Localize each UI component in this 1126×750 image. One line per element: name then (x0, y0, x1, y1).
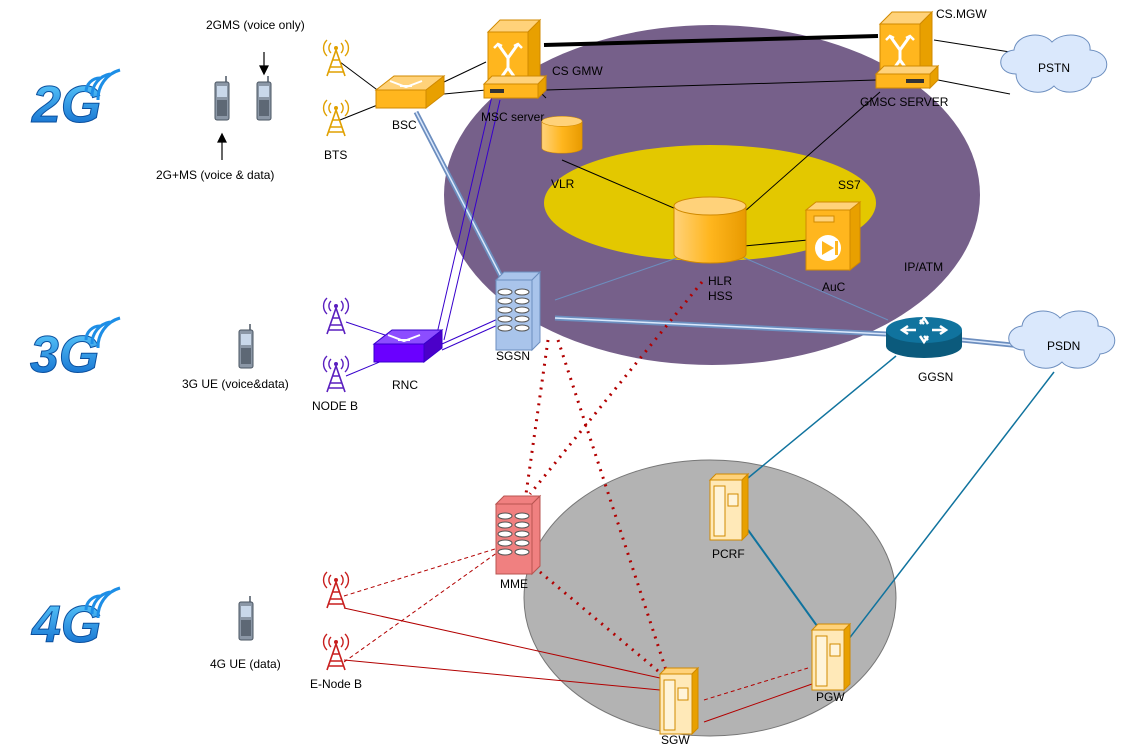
mobile-phone-icon (256, 75, 272, 121)
pcrf-server-icon (709, 473, 749, 541)
tower-icon (322, 39, 350, 77)
label-enode-b: E-Node B (310, 677, 362, 691)
tower-icon (322, 355, 350, 393)
label-psdn: PSDN (1047, 339, 1080, 353)
label-3g: 3G (30, 326, 99, 384)
label-pgw: PGW (816, 690, 845, 704)
label-rnc: RNC (392, 378, 418, 392)
mobile-phone-icon (214, 75, 230, 121)
bsc-switch (374, 74, 446, 110)
label-sgw: SGW (661, 733, 690, 747)
label-mme: MME (500, 577, 528, 591)
signal-arcs-2g (84, 68, 121, 101)
gmsc-server-box (874, 64, 940, 90)
label-ip-atm: IP/ATM (904, 260, 943, 274)
signal-arcs-3g (84, 316, 121, 349)
tower-icon (322, 633, 350, 671)
sgsn-storage (495, 271, 541, 351)
label-ggsn: GGSN (918, 370, 953, 384)
label-cs-mgw: CS.MGW (936, 7, 987, 21)
signal-arcs-4g (84, 586, 121, 619)
sgw-server-icon (659, 667, 699, 735)
label-bts: BTS (324, 148, 347, 162)
label-pstn: PSTN (1038, 61, 1070, 75)
rnc-switch (372, 328, 444, 364)
label-hlr: HLR (708, 274, 732, 288)
label-bsc: BSC (392, 118, 417, 132)
label-4g: 4G (31, 596, 101, 654)
arrows (217, 52, 269, 160)
pstn-cloud (1000, 34, 1108, 93)
label-2g: 2G (31, 76, 101, 134)
tower-icon (322, 297, 350, 335)
label-cs-gmw: CS GMW (552, 64, 603, 78)
label-gmsc-server: GMSC SERVER (860, 95, 949, 109)
msc-server-box (482, 74, 548, 100)
label-auc: AuC (822, 280, 846, 294)
label-vlr: VLR (551, 177, 575, 191)
label-4g-ue: 4G UE (data) (210, 657, 281, 671)
label-sgsn: SGSN (496, 349, 530, 363)
label-3g-ue: 3G UE (voice&data) (182, 377, 289, 391)
label-pcrf: PCRF (712, 547, 745, 561)
label-2gms: 2GMS (voice only) (206, 18, 305, 32)
label-hss: HSS (708, 289, 733, 303)
psdn-cloud (1008, 310, 1116, 369)
label-ss7: SS7 (838, 178, 861, 192)
auc-server (804, 200, 862, 272)
label-2g-plus-ms: 2G+MS (voice & data) (156, 168, 274, 182)
vlr-database (541, 115, 583, 154)
mobile-phone-icon (238, 323, 254, 369)
label-node-b: NODE B (312, 399, 358, 413)
mme-storage (495, 495, 541, 575)
mobile-phone-icon (238, 595, 254, 641)
tower-icon (322, 571, 350, 609)
label-msc-server: MSC server (481, 110, 544, 124)
hlr-hss-database (673, 196, 747, 264)
ggsn-router (886, 315, 962, 358)
pgw-server-icon (811, 623, 851, 691)
core-4g-region (523, 459, 897, 737)
